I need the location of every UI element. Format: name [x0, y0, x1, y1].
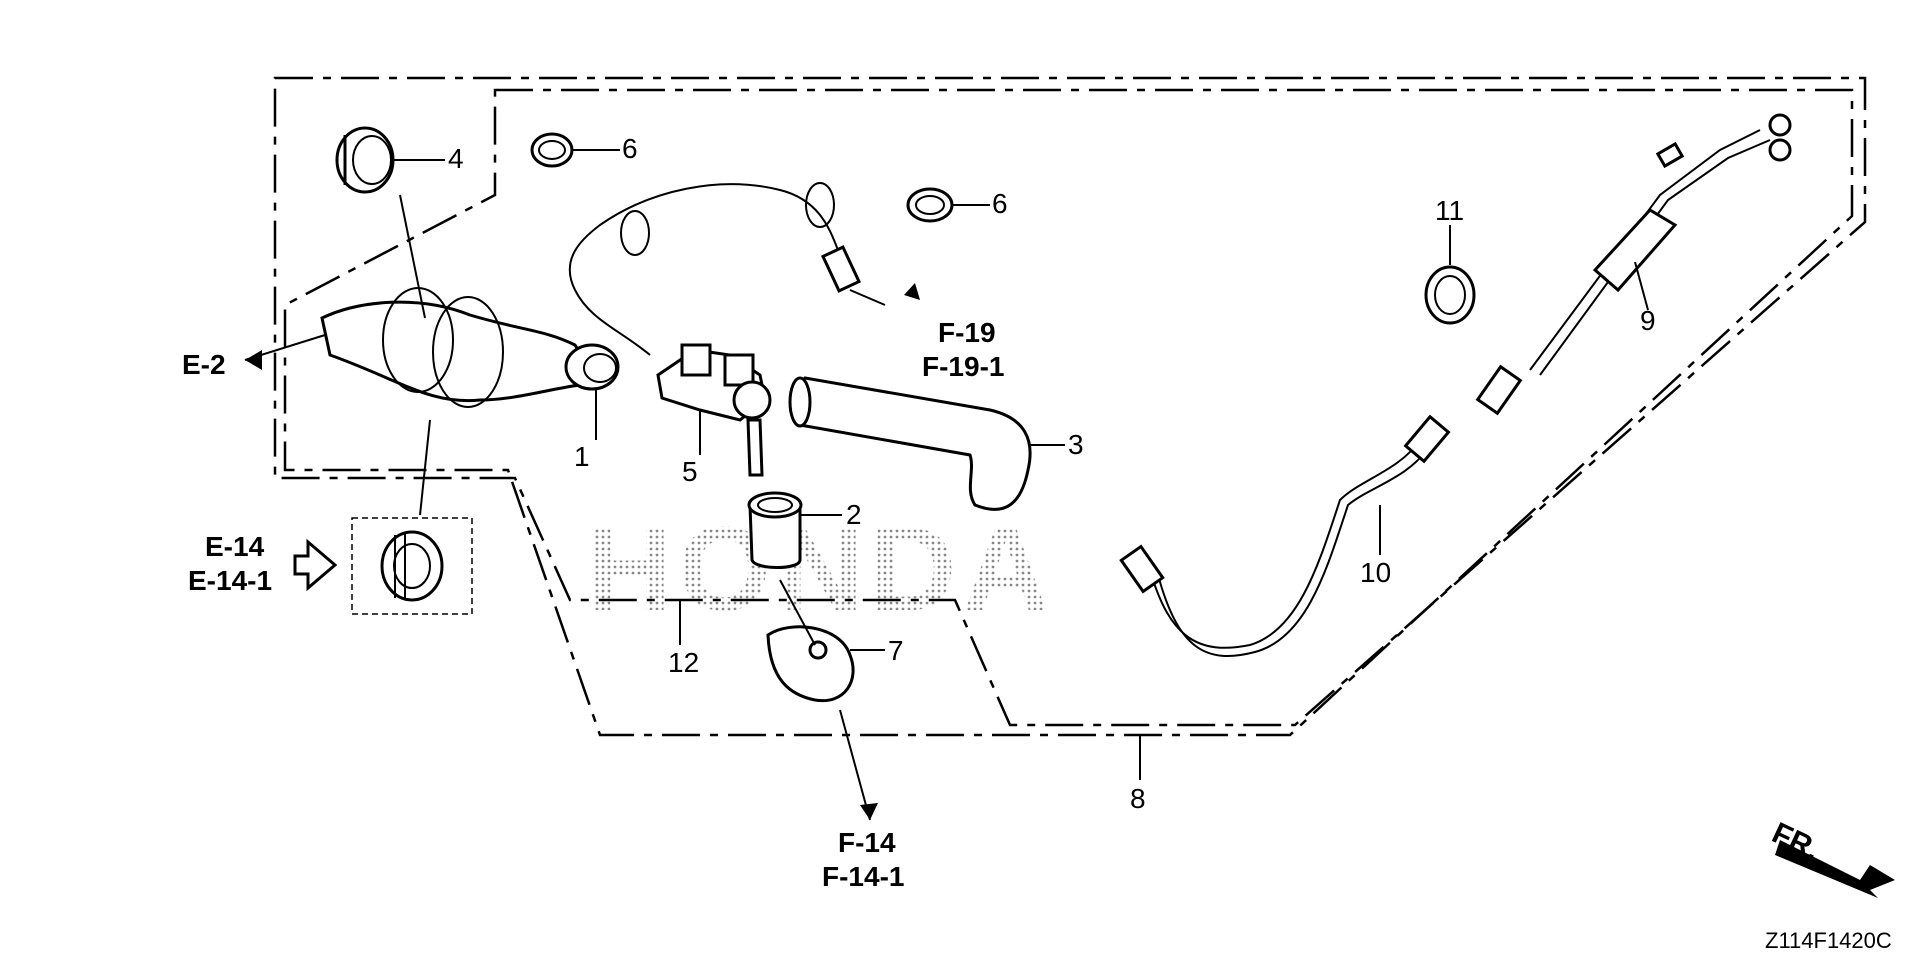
ref-f19-1: F-19-1 — [922, 351, 1004, 382]
label-part-1: 1 — [574, 441, 590, 472]
part-6-clamp-right — [906, 187, 954, 223]
honda-watermark: HONDA — [585, 502, 1055, 636]
label-part-6-left: 6 — [622, 133, 638, 164]
drawing-code: Z114F1420C — [1765, 928, 1892, 953]
part-9-harness — [1475, 113, 1792, 416]
boundary-inner — [283, 88, 1854, 737]
label-part-5: 5 — [682, 456, 698, 487]
part-5-valve — [568, 182, 861, 477]
label-part-6-right: 6 — [992, 188, 1008, 219]
ref-e2: E-2 — [182, 349, 226, 380]
ref-e14-1: E-14-1 — [188, 565, 272, 596]
leader-lines — [244, 149, 1649, 821]
part-4-grommet — [335, 126, 395, 194]
label-part-11: 11 — [1435, 195, 1464, 226]
ref-e14: E-14 — [205, 531, 265, 562]
label-part-2: 2 — [846, 499, 862, 530]
part-7-bracket — [766, 579, 855, 703]
e14-grommet-box — [351, 517, 473, 615]
part-3-elbow — [788, 376, 1032, 511]
ref-f19: F-19 — [938, 317, 996, 348]
part-6-clamp-left — [530, 132, 574, 168]
ref-f14-1: F-14-1 — [822, 861, 904, 892]
label-part-12: 12 — [668, 647, 699, 678]
ref-f14: F-14 — [838, 827, 896, 858]
label-part-8: 8 — [1130, 783, 1146, 814]
label-part-10: 10 — [1360, 557, 1391, 588]
label-part-7: 7 — [888, 635, 904, 666]
arrows — [245, 283, 1895, 898]
part-2-collar — [747, 491, 803, 569]
label-part-3: 3 — [1068, 429, 1084, 460]
part-10-harness — [1119, 414, 1451, 657]
label-part-9: 9 — [1640, 305, 1656, 336]
part-1-hose — [320, 287, 620, 408]
part-11-clamp — [1424, 265, 1476, 325]
boundary-outer — [273, 76, 1867, 727]
label-part-4: 4 — [448, 143, 464, 174]
